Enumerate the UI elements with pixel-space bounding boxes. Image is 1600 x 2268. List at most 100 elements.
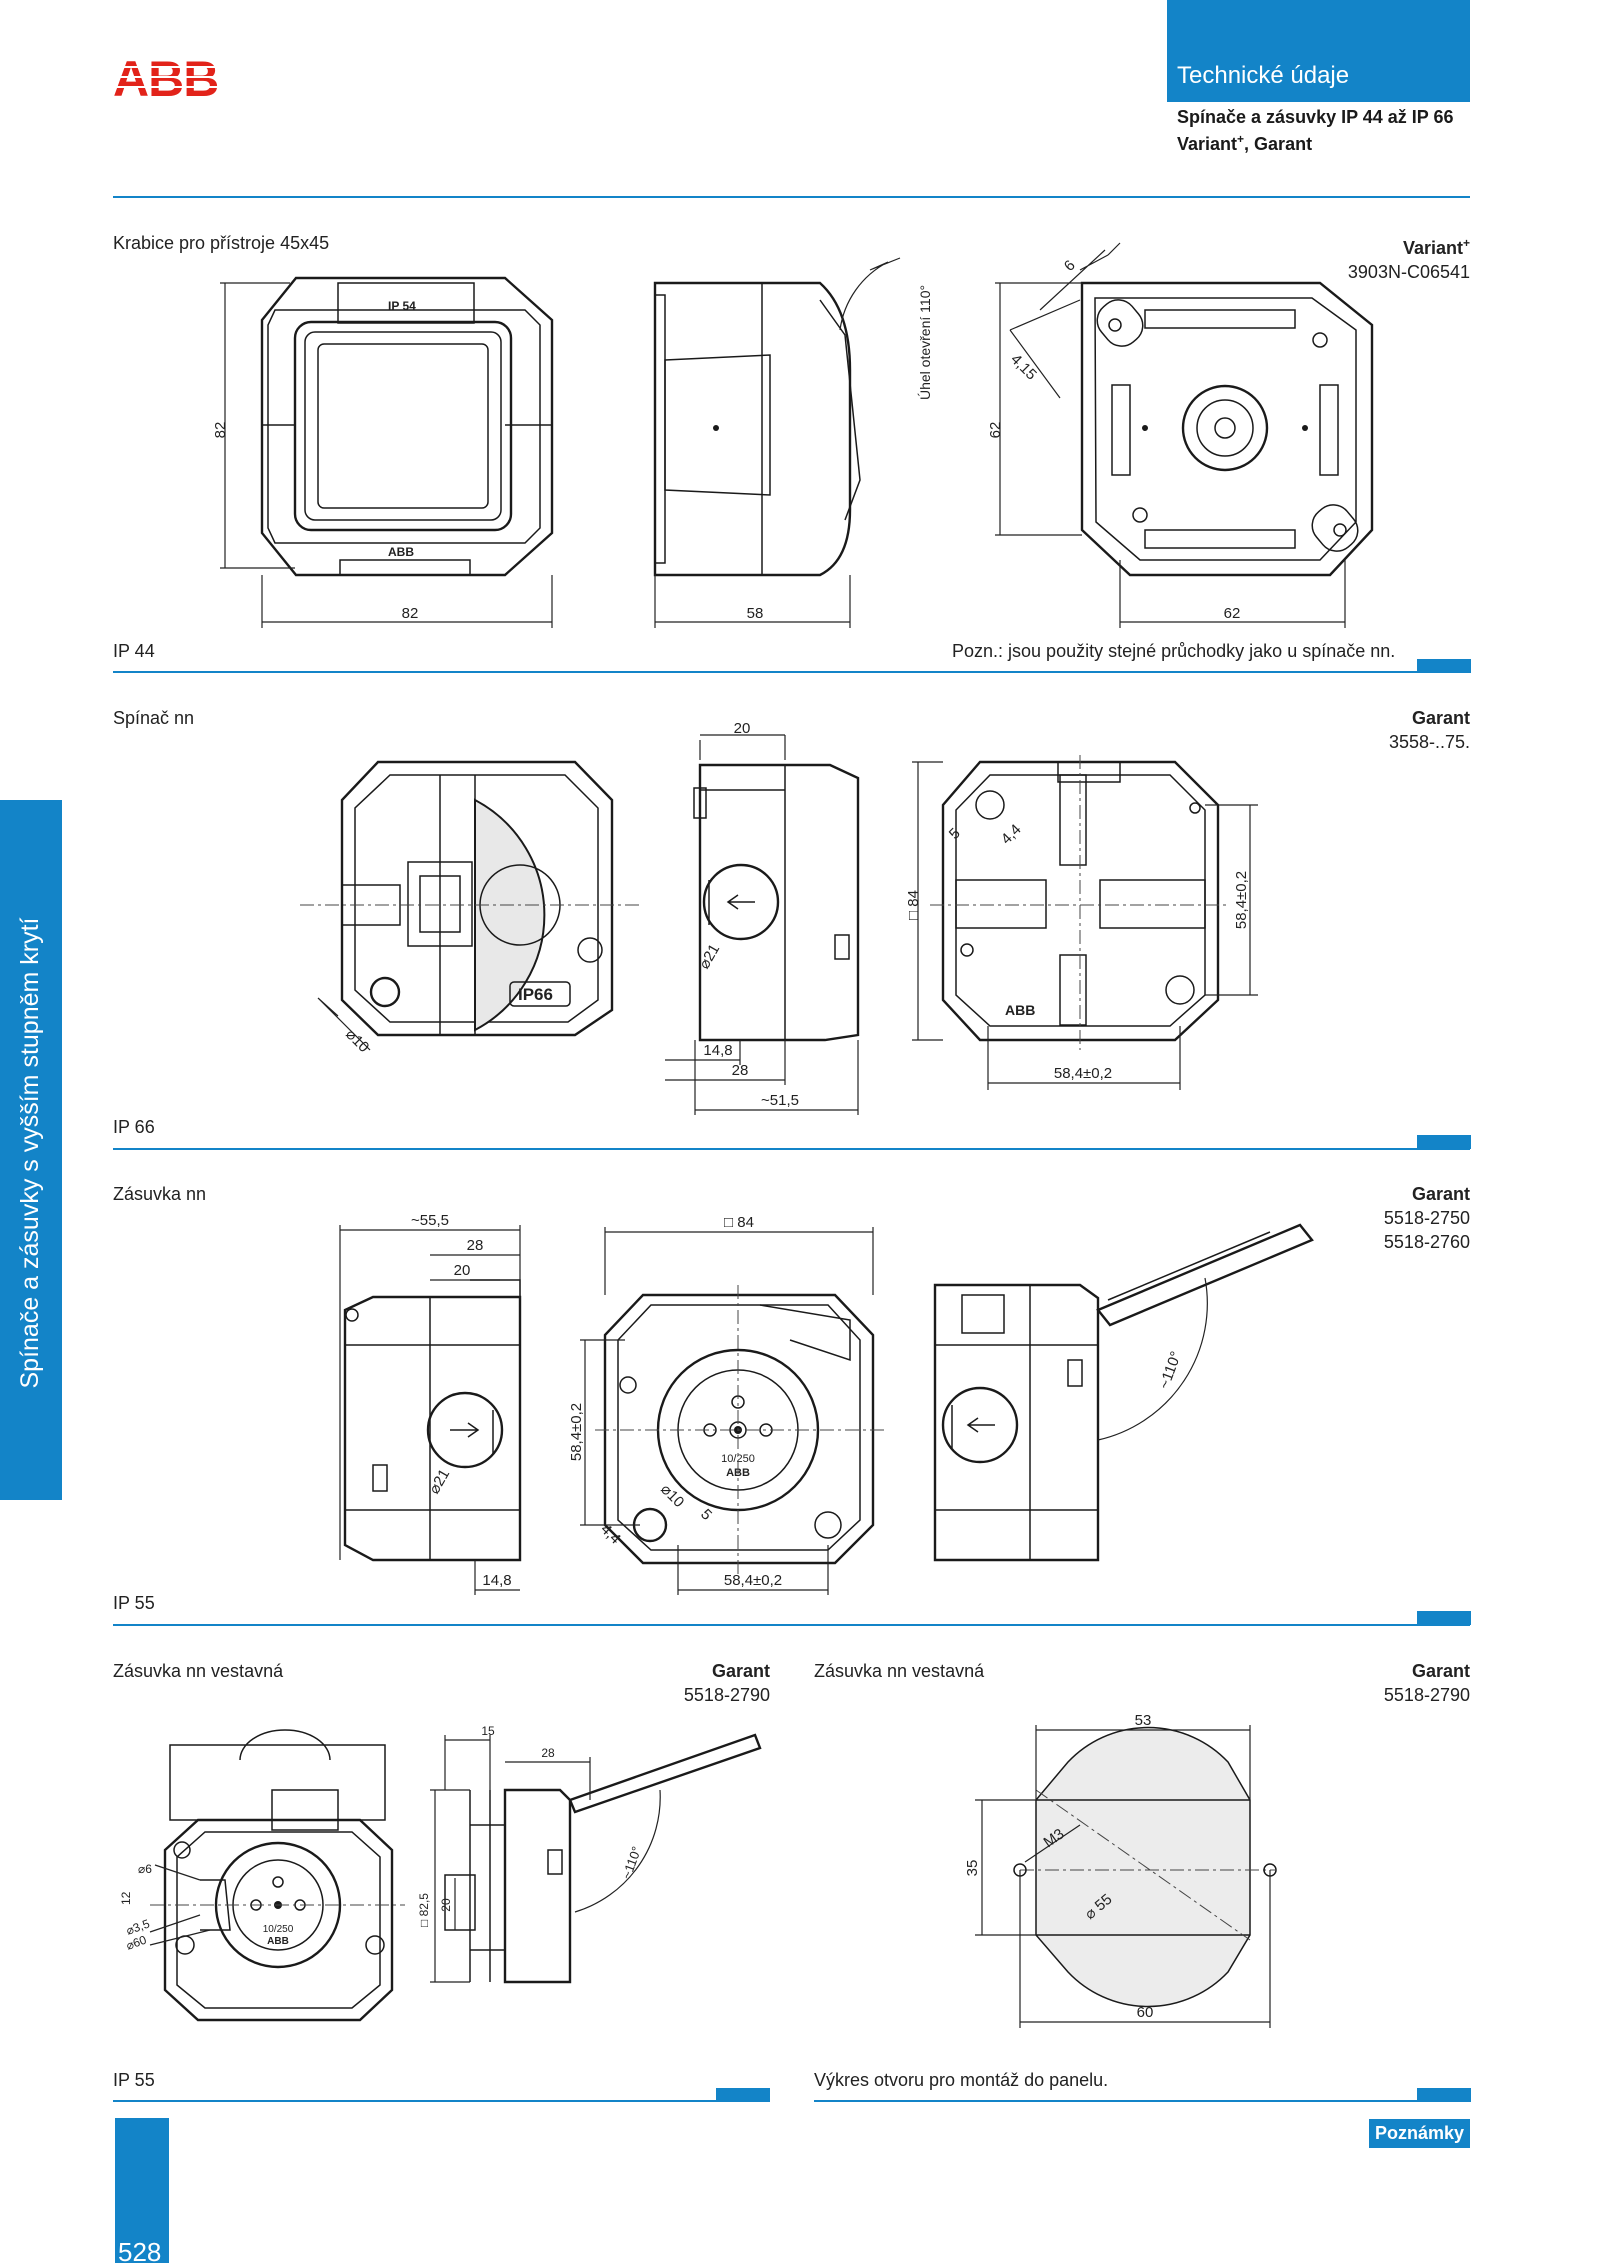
s2-drawing: IP66 ⌀10 20 ⌀21 14,8 28 ~51,5 ABB [300,720,1258,1115]
s3-title: Zásuvka nn [113,1184,207,1204]
s2-side-view: 20 ⌀21 14,8 28 ~51,5 [665,720,860,1115]
svg-text:□ 84: □ 84 [724,1214,754,1231]
s1-back-view: 62 62 6 4,15 [987,242,1374,628]
s4-drawing: 10/250 ABB ⌀6 12 ⌀3,5 ⌀60 ~110° 15 28 □ … [119,1724,762,2022]
s4-side-view: ~110° 15 28 □ 82,5 20 [417,1724,762,1984]
svg-text:ABB: ABB [113,51,218,107]
notes-tab[interactable]: Poznámky [1369,2119,1470,2148]
subtitle-line-2: Variant+, Garant [1177,132,1313,154]
s5-rule [814,2100,1470,2102]
svg-text:20: 20 [439,1898,453,1912]
s5-panel-cutout: M3 ⌀ 55 53 35 60 [964,1712,1277,2028]
s2-rating: IP 66 [113,1117,155,1137]
s3-rule [113,1624,1470,1626]
s3-rating: IP 55 [113,1593,155,1613]
svg-text:20: 20 [734,720,751,737]
svg-text:82: 82 [212,422,229,439]
subtitle-line-1: Spínače a zásuvky IP 44 až IP 66 [1177,107,1454,127]
side-tab-label: Spínače a zásuvky s vyšším stupněm krytí [16,917,44,1389]
s2-front-view: IP66 ⌀10 [300,760,640,1056]
s1-title: Krabice pro přístroje 45x45 [113,233,330,253]
s1-product: Variant+3903N-C06541 [1347,236,1470,282]
svg-text:5: 5 [946,825,964,843]
svg-text:14,8: 14,8 [482,1572,511,1589]
svg-text:35: 35 [964,1860,981,1877]
svg-text:12: 12 [119,1891,133,1905]
svg-text:28: 28 [732,1062,749,1079]
svg-text:□ 84: □ 84 [905,890,922,920]
header-rule [113,196,1470,198]
s1-rule-tab [1417,659,1471,673]
s5-title: Zásuvka nn vestavná [814,1661,985,1681]
svg-text:62: 62 [1224,605,1241,622]
s1-front-view: IP 54 ABB 82 82 [212,276,554,628]
s1-drawing: IP 54 ABB 82 82 Úhel otevření 110° 58 [212,242,1374,628]
svg-text:4,4: 4,4 [998,821,1025,848]
svg-text:6: 6 [1061,257,1079,275]
svg-text:20: 20 [454,1262,471,1279]
s2-rule [113,1148,1470,1150]
page-number: 528 [118,2237,162,2267]
svg-text:28: 28 [541,1746,555,1760]
svg-text:Úhel otevření 110°: Úhel otevření 110° [917,285,933,400]
s1-note: Pozn.: jsou použity stejné průchodky jak… [952,641,1396,661]
svg-text:ABB: ABB [267,1936,289,1947]
section-title: Technické údaje [1177,62,1350,89]
s5-drawing: M3 ⌀ 55 53 35 60 [964,1712,1277,2028]
svg-text:□ 82,5: □ 82,5 [417,1893,431,1927]
s3-side-view: ~55,5 28 20 ⌀21 14,8 [339,1212,522,1595]
s3-rule-tab [1417,1611,1471,1625]
svg-text:58,4±0,2: 58,4±0,2 [568,1403,585,1461]
svg-text:62: 62 [987,422,1004,439]
s4-front-view: 10/250 ABB ⌀6 12 ⌀3,5 ⌀60 [119,1729,405,2022]
s4-title: Zásuvka nn vestavná [113,1661,284,1681]
header-subtitle: Spínače a zásuvky IP 44 až IP 66 Variant… [1177,106,1454,155]
svg-text:28: 28 [467,1237,484,1254]
svg-text:53: 53 [1135,1712,1152,1729]
s3-front-view: 10/250 ABB □ 84 58,4±0,2 58,4±0,2 ⌀10 5 … [568,1214,885,1595]
svg-text:⌀10: ⌀10 [342,1026,372,1056]
s3-lid-view: ~110° [933,1223,1314,1562]
abb-logo: ABB [113,51,225,107]
side-tab [0,800,62,1500]
header-title-box [1167,0,1470,102]
s4-rule-tab [716,2088,770,2102]
svg-text:10/250: 10/250 [263,1924,294,1935]
svg-text:5: 5 [697,1506,715,1524]
svg-text:~51,5: ~51,5 [761,1092,799,1109]
page-number-box [115,2118,169,2263]
svg-text:ABB: ABB [388,545,414,559]
s2-title: Spínač nn [113,708,195,728]
svg-text:58,4±0,2: 58,4±0,2 [724,1572,782,1589]
svg-text:15: 15 [481,1724,495,1738]
s1-rating: IP 44 [113,641,155,661]
svg-text:58: 58 [747,605,764,622]
svg-text:58,4±0,2: 58,4±0,2 [1233,871,1250,929]
svg-text:4,15: 4,15 [1007,351,1040,384]
s1-rule [113,671,1470,673]
svg-text:58,4±0,2: 58,4±0,2 [1054,1065,1112,1082]
s2-rule-tab [1417,1135,1471,1149]
svg-text:14,8: 14,8 [703,1042,732,1059]
s4-rule [113,2100,770,2102]
svg-text:~55,5: ~55,5 [411,1212,449,1229]
svg-text:60: 60 [1137,2004,1154,2021]
svg-text:10/250: 10/250 [721,1453,755,1465]
svg-text:IP 54: IP 54 [388,299,416,313]
svg-text:IP66: IP66 [518,985,553,1004]
s5-caption: Výkres otvoru pro montáž do panelu. [814,2070,1109,2090]
s4-rating: IP 55 [113,2070,155,2090]
svg-text:⌀6: ⌀6 [138,1862,152,1876]
svg-text:ABB: ABB [1005,1002,1035,1018]
s2-back-view: ABB □ 84 58,4±0,2 58,4±0,2 5 4,4 [905,755,1258,1090]
svg-text:⌀60: ⌀60 [124,1933,148,1953]
s1-side-view: Úhel otevření 110° 58 [653,257,933,628]
s3-drawing: ~55,5 28 20 ⌀21 14,8 10/250 ABB □ 84 58,… [339,1212,1314,1595]
svg-text:82: 82 [402,605,419,622]
svg-text:⌀10: ⌀10 [657,1481,687,1511]
s5-rule-tab [1417,2088,1471,2102]
